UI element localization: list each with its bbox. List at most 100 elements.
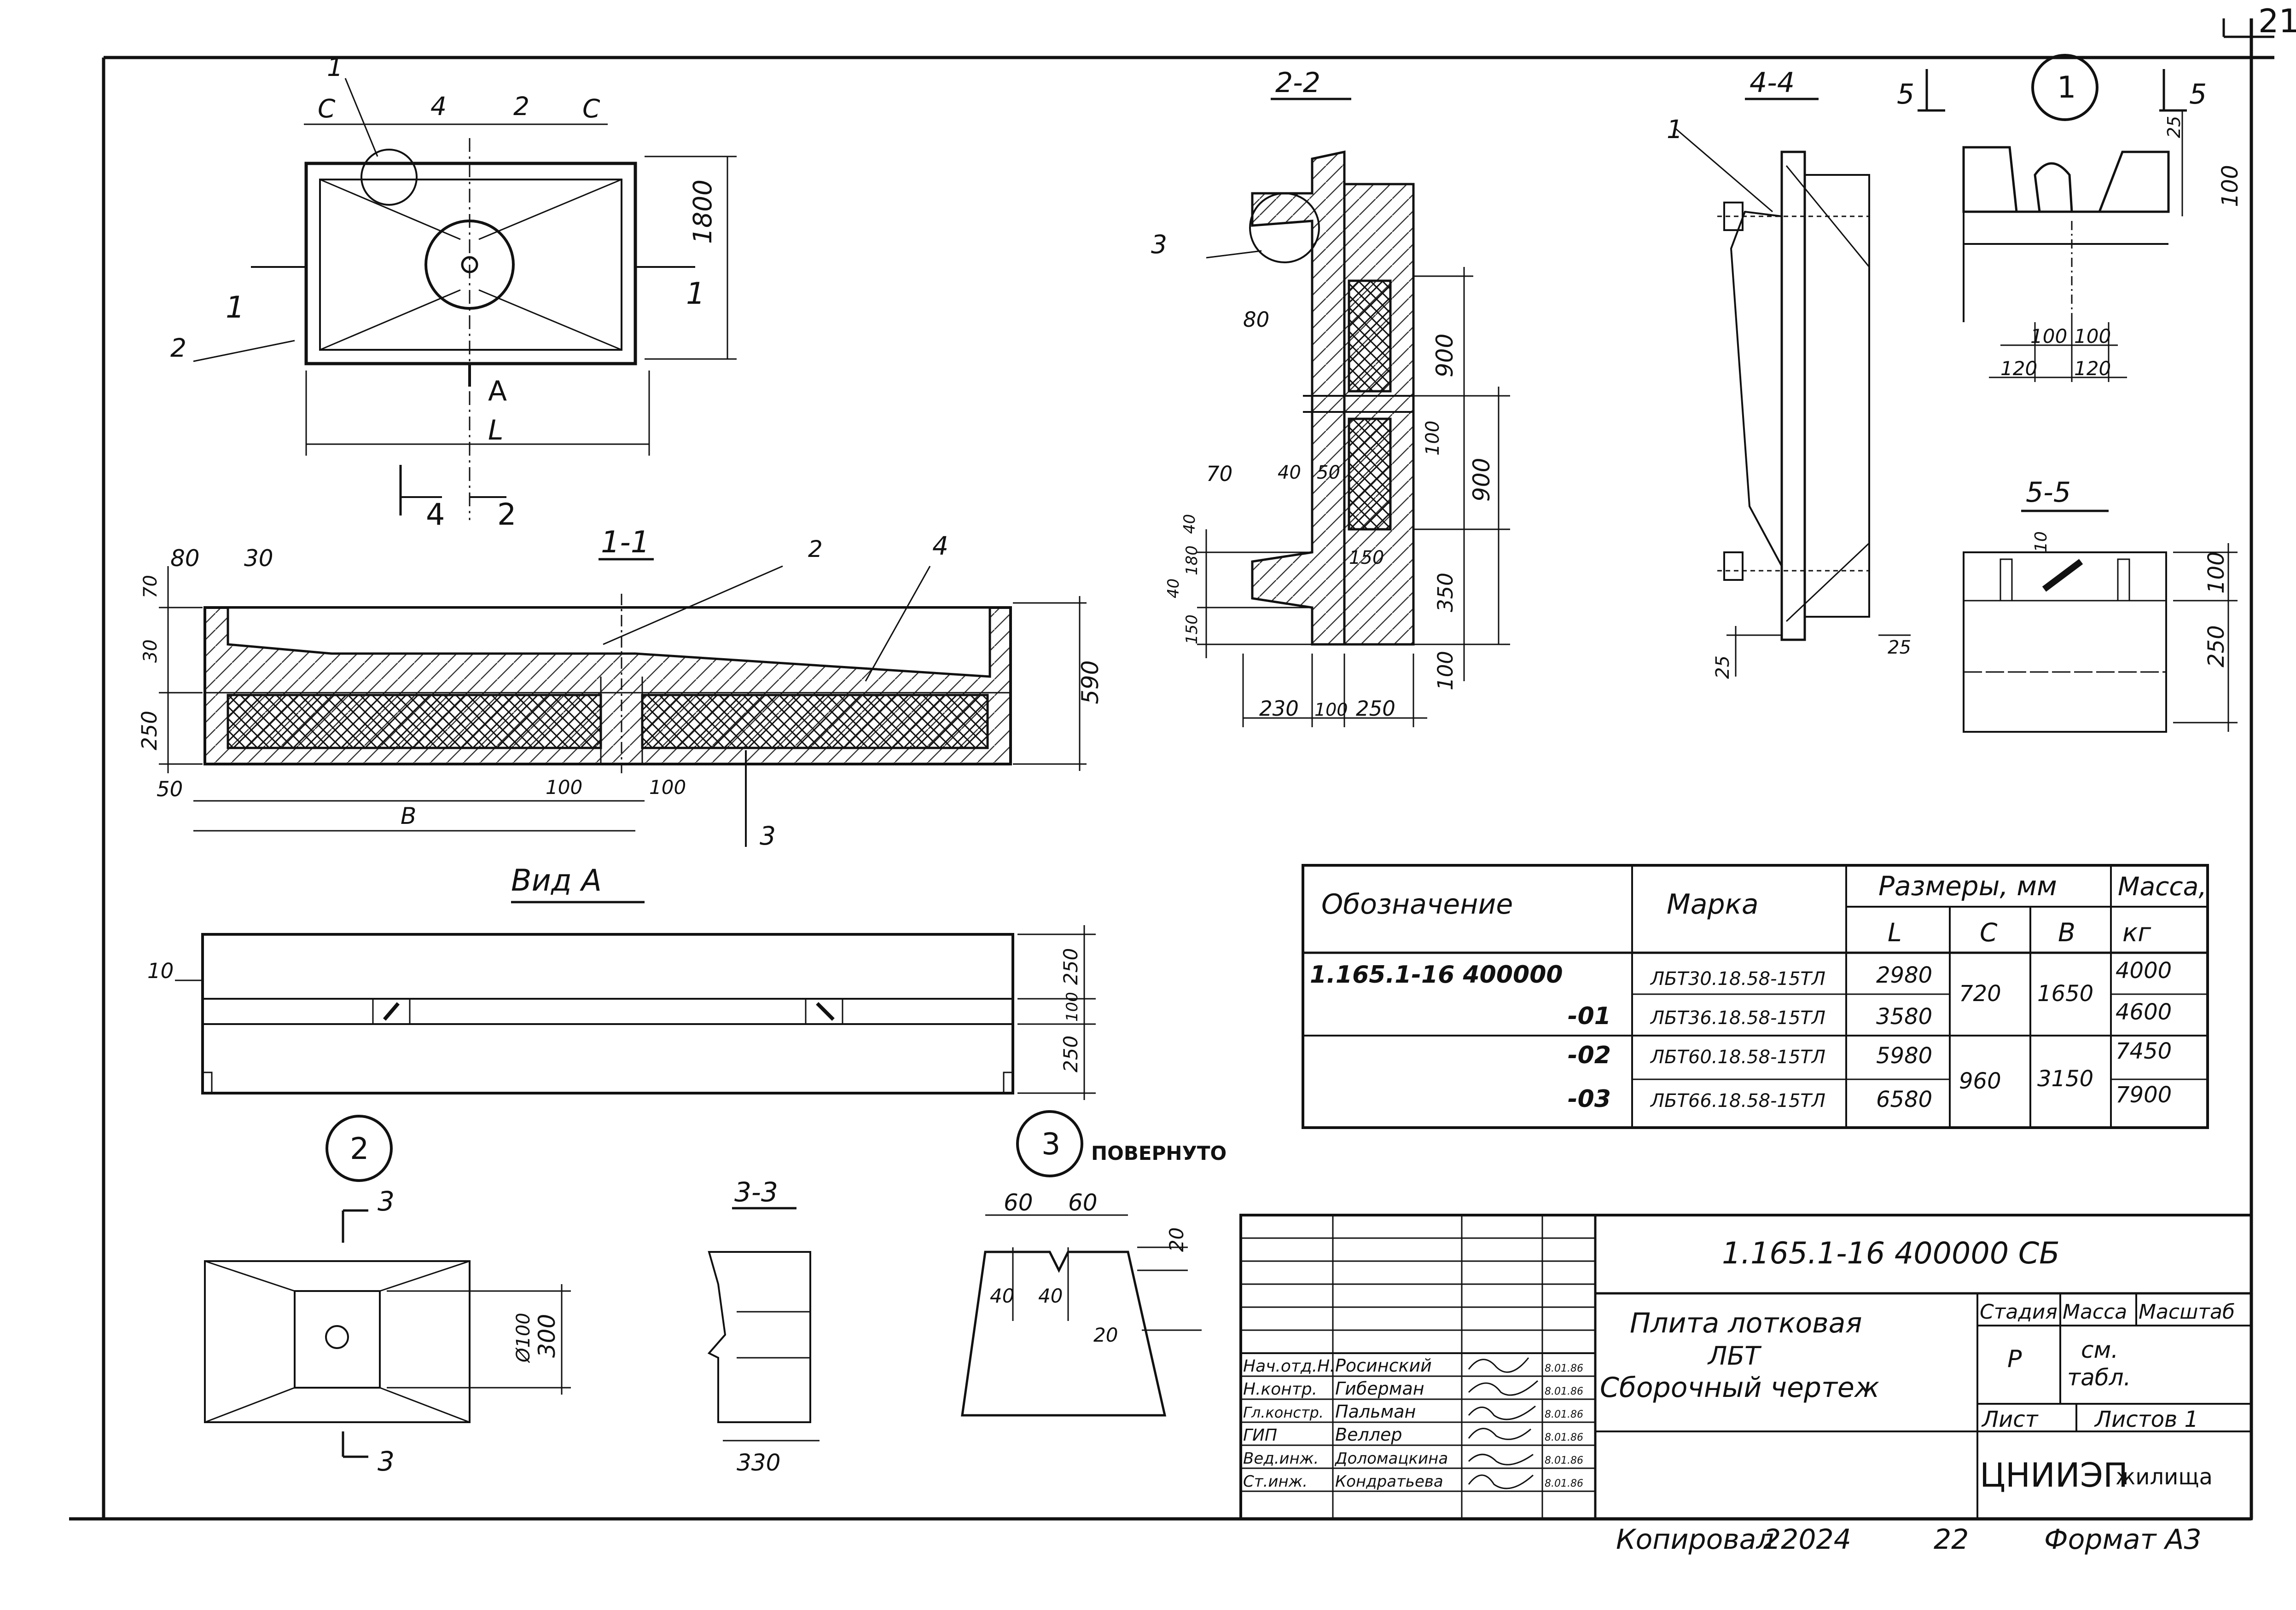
section-2-2: 2-2 3 80 70 40 50 900 100 900 150 350 10… bbox=[1151, 67, 1510, 727]
s22-dim-180: 180 bbox=[1183, 545, 1201, 575]
signer-row: ГИП Веллер 8.01.86 bbox=[1243, 1425, 1583, 1445]
signer-date: 8.01.86 bbox=[1545, 1409, 1583, 1420]
detail-1: 1 5 5 25 100 100 100 120 120 bbox=[1897, 54, 2243, 382]
d1-section-5-left: 5 bbox=[1897, 78, 1914, 110]
row-0-designation: 1.165.1-16 400000 bbox=[1310, 961, 1563, 989]
s11-dim-70: 70 bbox=[140, 575, 161, 598]
section-1-1-title: 1-1 bbox=[601, 525, 650, 560]
s11-dim-590: 590 bbox=[1077, 660, 1104, 704]
s11-dim-100-right: 100 bbox=[649, 776, 686, 799]
org-suffix: жилища bbox=[2116, 1464, 2213, 1490]
s22-dim-900-top: 900 bbox=[1431, 334, 1458, 377]
d1-dim-25: 25 bbox=[2164, 116, 2184, 138]
d1-dim-100v: 100 bbox=[2217, 165, 2243, 207]
merged-B-2: 3150 bbox=[2037, 1066, 2093, 1092]
plan-view: 1 С 4 2 С 1800 1 1 2 А L 4 2 bbox=[170, 52, 737, 532]
view-A-title: Вид А bbox=[511, 863, 602, 898]
plan-dim-2: 2 bbox=[513, 92, 529, 121]
s22-dim-80: 80 bbox=[1243, 307, 1269, 332]
row-0-mass: 4000 bbox=[2116, 958, 2172, 984]
s22-dim-150v: 150 bbox=[1183, 614, 1201, 644]
signer-date: 8.01.86 bbox=[1545, 1363, 1583, 1374]
s11-dim-100-left: 100 bbox=[546, 776, 582, 799]
detail-2-marker: 2 bbox=[350, 1132, 369, 1166]
signer-name: Гиберман bbox=[1335, 1378, 1424, 1399]
section-1-1: 1-1 80 30 70 30 250 590 50 100 100 В 2 4… bbox=[137, 525, 1104, 851]
row-2-designation: -02 bbox=[1568, 1042, 1611, 1069]
signature bbox=[1468, 1454, 1534, 1465]
d2-section-3-top: 3 bbox=[378, 1186, 395, 1217]
s44-callout-1: 1 bbox=[1667, 115, 1683, 144]
section-3-3-title: 3-3 bbox=[734, 1176, 778, 1208]
s22-dim-250: 250 bbox=[1356, 696, 1395, 721]
plan-section-4: 4 bbox=[426, 498, 445, 532]
doc-code: 1.165.1-16 400000 СБ bbox=[1722, 1236, 2060, 1271]
signer-role: Ст.инж. bbox=[1243, 1472, 1308, 1491]
th-mass: Масса, bbox=[2118, 872, 2207, 901]
row-2-mass: 7450 bbox=[2116, 1038, 2172, 1064]
signature bbox=[1468, 1405, 1536, 1420]
d3-note: ПОВЕРНУТО bbox=[1091, 1142, 1226, 1164]
row-2-mark: ЛБТ60.18.58-15ТЛ bbox=[1650, 1047, 1825, 1068]
row-1-designation: -01 bbox=[1568, 1002, 1611, 1030]
signer-role: Вед.инж. bbox=[1243, 1449, 1319, 1468]
s22-dim-150: 150 bbox=[1349, 547, 1384, 568]
title-line3: Сборочный чертеж bbox=[1600, 1372, 1879, 1404]
s55-dim-250: 250 bbox=[2203, 625, 2229, 667]
th-mark: Марка bbox=[1667, 888, 1759, 921]
s11-callout-4: 4 bbox=[932, 531, 948, 561]
th-sizes: Размеры, мм bbox=[1878, 870, 2057, 902]
section-4-4-title: 4-4 bbox=[1750, 67, 1795, 99]
stage-label: Стадия bbox=[1980, 1300, 2058, 1324]
s44-dim-25-right: 25 bbox=[1888, 637, 1911, 658]
d2-dim-300: 300 bbox=[534, 1314, 560, 1358]
detail-2: 2 3 3 Ø100 300 bbox=[204, 1115, 571, 1477]
s22-callout-3: 3 bbox=[1151, 230, 1167, 259]
viewA-dim-10: 10 bbox=[147, 959, 174, 983]
s22-dim-40v: 40 bbox=[1180, 514, 1199, 534]
s11-dim-30v: 30 bbox=[140, 639, 161, 663]
s11-dim-250: 250 bbox=[137, 711, 162, 750]
d1-section-5-right: 5 bbox=[2189, 78, 2207, 110]
s22-dim-40: 40 bbox=[1278, 462, 1301, 483]
s55-dim-10: 10 bbox=[2032, 531, 2051, 552]
signer-name: Доломацкина bbox=[1334, 1449, 1448, 1468]
s11-callout-2: 2 bbox=[808, 536, 823, 562]
detail-1-marker: 1 bbox=[2057, 70, 2076, 105]
row-1-mass: 4600 bbox=[2116, 999, 2172, 1025]
plan-dim-c-left: С bbox=[318, 94, 336, 123]
s22-dim-230: 230 bbox=[1259, 696, 1299, 721]
s22-dim-350: 350 bbox=[1433, 573, 1458, 612]
s11-dim-30: 30 bbox=[244, 545, 273, 572]
th-designation: Обозначение bbox=[1321, 888, 1513, 921]
signer-date: 8.01.86 bbox=[1545, 1455, 1583, 1466]
plan-dim-1800: 1800 bbox=[688, 180, 717, 244]
title-block: 1.165.1-16 400000 СБ Плита лотковая ЛБТ … bbox=[1239, 1214, 2253, 1520]
s22-dim-100-h: 100 bbox=[1314, 700, 1348, 720]
row-3-designation: -03 bbox=[1568, 1085, 1611, 1113]
signature bbox=[1468, 1380, 1539, 1396]
mass-value-2: табл. bbox=[2067, 1364, 2131, 1391]
row-0-mark: ЛБТ30.18.58-15ТЛ bbox=[1650, 968, 1825, 990]
detail-3: 3 ПОВЕРНУТО 60 60 20 40 40 20 bbox=[961, 1110, 1226, 1417]
signature bbox=[1468, 1428, 1531, 1440]
plan-callout-2: 2 bbox=[170, 333, 186, 363]
signer-row: Гл.констр. Пальман 8.01.86 bbox=[1243, 1402, 1583, 1422]
signer-row: Н.контр. Гиберман 8.01.86 bbox=[1243, 1378, 1583, 1399]
s33-dim-330: 330 bbox=[737, 1449, 780, 1476]
d3-dim-60-b: 60 bbox=[1068, 1189, 1098, 1216]
section-2-2-title: 2-2 bbox=[1275, 67, 1320, 99]
d1-dim-100-b: 100 bbox=[2074, 325, 2111, 347]
s11-dim-50: 50 bbox=[157, 777, 183, 801]
th-kg: кг bbox=[2122, 918, 2151, 947]
d1-dim-120-a: 120 bbox=[2000, 357, 2037, 380]
signer-row: Вед.инж. Доломацкина 8.01.86 bbox=[1243, 1449, 1583, 1468]
signer-row: Нач.отд.Н. Росинский 8.01.86 bbox=[1243, 1355, 1583, 1376]
view-A: Вид А 10 250 100 250 bbox=[147, 863, 1096, 1100]
s11-dim-80: 80 bbox=[170, 545, 200, 572]
section-5-5: 5-5 10 100 250 bbox=[1963, 476, 2238, 733]
footer: Копировал 22024 22 Формат А3 bbox=[1616, 1523, 2202, 1556]
mass-value-1: см. bbox=[2081, 1337, 2118, 1363]
d3-dim-60-a: 60 bbox=[1004, 1189, 1033, 1216]
